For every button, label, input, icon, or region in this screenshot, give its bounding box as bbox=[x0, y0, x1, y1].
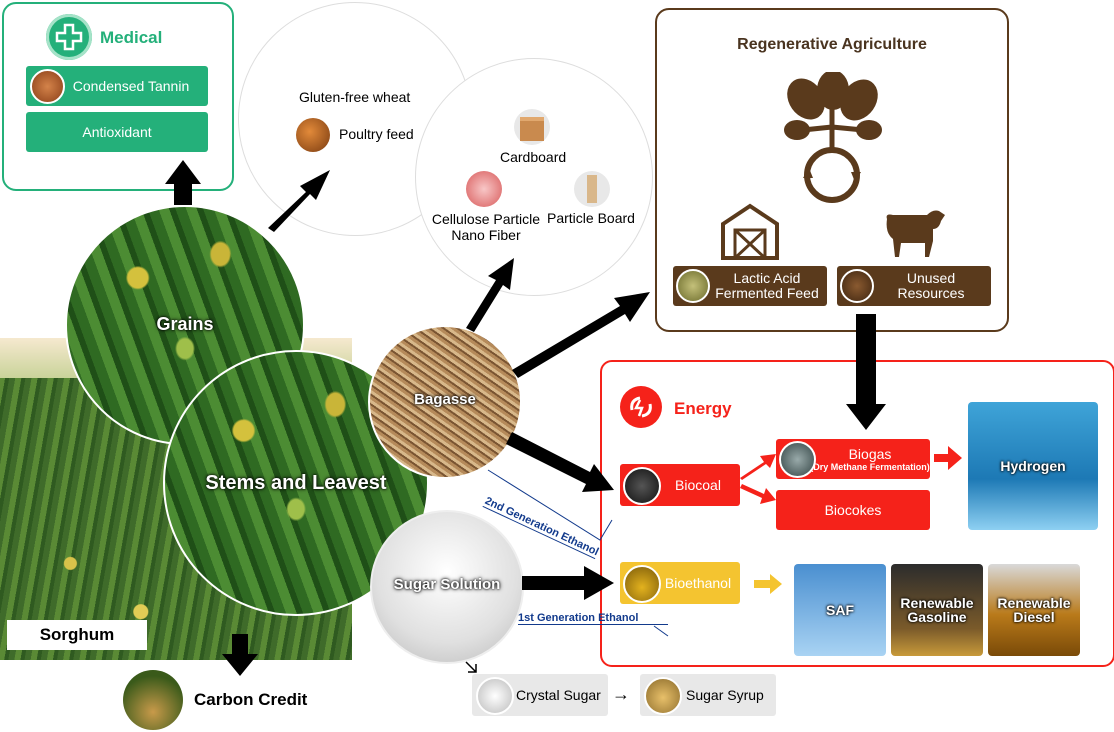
biocokes-box: Biocokes bbox=[776, 490, 930, 530]
condensed-tannin-label: Condensed Tannin bbox=[72, 78, 190, 94]
sorghum-label: Sorghum bbox=[7, 620, 147, 650]
barn-icon bbox=[721, 203, 779, 260]
arrow-bagasse-products bbox=[466, 258, 514, 332]
crystal-sugar-thumbnail bbox=[476, 677, 514, 715]
biocoal-thumbnail bbox=[623, 467, 661, 505]
renewable-diesel-photo: Renewable Diesel bbox=[988, 564, 1080, 656]
lactic-acid-feed-label: Lactic Acid Fermented Feed bbox=[715, 270, 819, 301]
lactic-acid-feed-item: Lactic Acid Fermented Feed bbox=[673, 266, 827, 306]
gen2-line bbox=[487, 469, 613, 541]
energy-panel: Energy Biocoal Biogas (Dry Methane Ferme… bbox=[600, 360, 1114, 667]
biogas-label: Biogas bbox=[848, 445, 892, 462]
arrow-grains-wheat bbox=[268, 170, 330, 232]
sugar-syrup-box: Sugar Syrup bbox=[640, 674, 776, 716]
antioxidant-item: Antioxidant bbox=[26, 112, 208, 152]
unused-resources-item: Unused Resources bbox=[837, 266, 991, 306]
carbon-credit-thumbnail bbox=[123, 670, 183, 730]
crystal-sugar-label: Crystal Sugar bbox=[516, 687, 601, 703]
bioethanol-arrow-icon bbox=[754, 574, 782, 594]
hydrogen-photo: Hydrogen bbox=[968, 402, 1098, 530]
carbon-credit-label: Carbon Credit bbox=[194, 690, 308, 709]
medical-panel: Medical Condensed Tannin Antioxidant bbox=[2, 2, 234, 191]
biogas-sublabel: (Dry Methane Fermentation) bbox=[810, 461, 930, 472]
poultry-feed-thumbnail bbox=[296, 118, 330, 152]
renewable-gasoline-photo: Renewable Gasoline bbox=[891, 564, 983, 656]
antioxidant-label: Antioxidant bbox=[82, 124, 152, 140]
cellulose-label: Cellulose Particle Nano Fiber bbox=[431, 211, 541, 243]
sugar-arrow-icon: → bbox=[612, 684, 630, 704]
bagasse-circle: Bagasse bbox=[368, 325, 522, 479]
energy-icon bbox=[620, 386, 662, 428]
medical-title: Medical bbox=[100, 28, 163, 47]
arrow-biocoal-biogas bbox=[740, 454, 776, 480]
cellulose-thumbnail bbox=[466, 171, 502, 207]
renewable-gasoline-label: Renewable Gasoline bbox=[900, 595, 974, 625]
grains-label: Grains bbox=[156, 314, 214, 334]
regen-title: Regenerative Agriculture bbox=[737, 36, 927, 53]
arrow-grains-medical bbox=[165, 160, 201, 205]
bagasse-label: Bagasse bbox=[414, 391, 476, 408]
particle-board-thumbnail bbox=[574, 171, 610, 207]
tannin-thumbnail bbox=[30, 69, 65, 104]
sugar-syrup-thumbnail bbox=[644, 677, 682, 715]
arrow-sugar-bioethanol bbox=[522, 566, 614, 600]
lactic-feed-thumbnail bbox=[676, 269, 710, 303]
biocokes-label: Biocokes bbox=[824, 502, 882, 518]
cardboard-label: Cardboard bbox=[500, 149, 567, 165]
unused-resources-thumbnail bbox=[840, 269, 874, 303]
sugar-solution-label: Sugar Solution bbox=[393, 576, 501, 593]
bagasse-products-circle: Cardboard Cellulose Particle Nano Fiber … bbox=[415, 58, 653, 296]
cow-icon bbox=[886, 210, 945, 257]
arrow-biogas-hydrogen bbox=[934, 446, 962, 470]
condensed-tannin-item: Condensed Tannin bbox=[26, 66, 208, 106]
sugar-solution-circle: Sugar Solution bbox=[370, 510, 524, 664]
gluten-free-wheat-label: Gluten-free wheat bbox=[299, 89, 411, 105]
bioethanol-box: Bioethanol bbox=[620, 562, 740, 604]
cardboard-thumbnail bbox=[514, 109, 550, 145]
gen1-ethanol-label: 1st Generation Ethanol bbox=[518, 612, 669, 625]
energy-title: Energy bbox=[674, 399, 732, 418]
arrow-stems-carbon bbox=[222, 634, 258, 676]
biocoal-box: Biocoal bbox=[620, 464, 740, 506]
sugar-syrup-label: Sugar Syrup bbox=[686, 687, 764, 703]
arrow-sugar-crystal bbox=[465, 661, 477, 673]
poultry-feed-label: Poultry feed bbox=[339, 126, 414, 142]
biocoal-label: Biocoal bbox=[675, 477, 721, 493]
saf-label: SAF bbox=[826, 602, 854, 618]
hydrogen-label: Hydrogen bbox=[1000, 458, 1066, 474]
renewable-diesel-label: Renewable Diesel bbox=[997, 595, 1071, 625]
biogas-thumbnail bbox=[779, 441, 816, 478]
arrow-biocoal-biocokes bbox=[740, 484, 776, 504]
regen-panel: Regenerative Agriculture Lactic Acid Fer… bbox=[655, 8, 1009, 332]
biogas-box: Biogas (Dry Methane Fermentation) bbox=[776, 439, 930, 479]
bioethanol-thumbnail bbox=[623, 565, 661, 603]
crystal-sugar-box: Crystal Sugar bbox=[472, 674, 608, 716]
gen1-line bbox=[653, 625, 669, 637]
arrow-regen-biogas bbox=[846, 314, 886, 430]
medical-cross-icon bbox=[46, 14, 92, 60]
unused-resources-label: Unused Resources bbox=[897, 270, 965, 301]
bioethanol-label: Bioethanol bbox=[664, 575, 732, 591]
arrow-bagasse-regen bbox=[512, 292, 650, 378]
arrow-bagasse-biocoal bbox=[506, 432, 614, 492]
stems-leaves-label: Stems and Leavest bbox=[205, 472, 387, 494]
sprout-cycle-icon bbox=[784, 72, 882, 203]
saf-photo: SAF bbox=[794, 564, 886, 656]
particle-board-label: Particle Board bbox=[547, 210, 635, 226]
